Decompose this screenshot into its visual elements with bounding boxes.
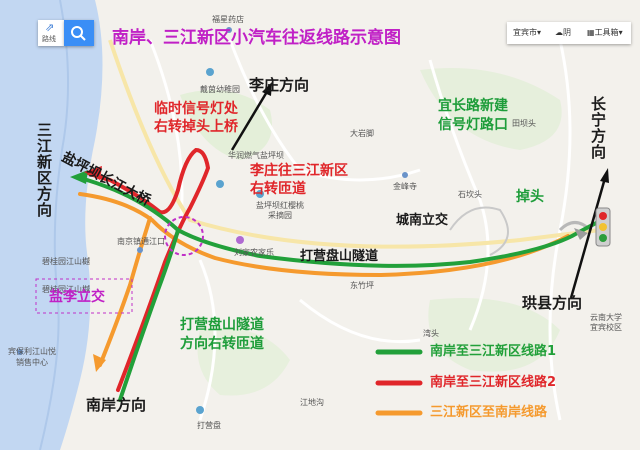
city-label: 宜宾市 bbox=[513, 28, 537, 37]
cloud-icon: ☁ bbox=[555, 28, 563, 37]
weather-indicator[interactable]: ☁阴 bbox=[555, 27, 571, 38]
dayingpan-tunnel-label: 打营盘山隧道 bbox=[300, 249, 379, 264]
arrow-changning bbox=[569, 177, 607, 299]
note-line: 临时信号灯处 bbox=[154, 101, 238, 117]
route-label: 路线 bbox=[42, 35, 56, 43]
poi-label: 盐坪坝红樱桃 bbox=[256, 201, 304, 210]
yangtze-river bbox=[0, 0, 103, 450]
river-current bbox=[39, 0, 70, 450]
poi-label: 采摘园 bbox=[268, 211, 292, 220]
chengnan-interchange-label: 城南立交 bbox=[396, 213, 449, 228]
chevron-down-icon: ▾ bbox=[537, 28, 542, 37]
arrow-changning-head bbox=[600, 168, 609, 183]
poi-label: 田坝头 bbox=[512, 119, 536, 128]
poi-label: 金峰寺 bbox=[393, 182, 417, 191]
traffic-light-red bbox=[599, 212, 607, 220]
yanli-annotation-box bbox=[35, 278, 133, 314]
poi-label: 南京镇通江口 bbox=[117, 237, 165, 246]
arrow-lizhuang-head bbox=[262, 82, 272, 96]
poi-label: 宾保利江山悦 bbox=[8, 347, 56, 356]
green-area bbox=[428, 298, 560, 372]
arrowhead-green bbox=[70, 170, 88, 184]
green-area bbox=[180, 90, 272, 160]
chengnan-interchange bbox=[449, 206, 509, 256]
top-right-toolbar: 宜宾市▾ ☁阴 ▦工具箱▾ bbox=[507, 22, 631, 44]
poi-label: 打营盘 bbox=[197, 421, 221, 430]
poi-label: 东竹坪 bbox=[350, 281, 374, 290]
poi-pins bbox=[17, 27, 408, 414]
yanli-interchange-label: 盐李立交 bbox=[49, 289, 105, 305]
map-title: 南岸、三江新区小汽车往返线路示意图 bbox=[112, 28, 401, 48]
legend-route1-label: 南岸至三江新区线路1 bbox=[430, 344, 557, 359]
route-line-1 bbox=[118, 218, 604, 402]
green-area bbox=[420, 68, 562, 150]
note-line: 右转掉头上桥 bbox=[154, 119, 238, 135]
route-line-1-bridge bbox=[78, 176, 180, 232]
main-roads bbox=[108, 39, 601, 249]
route-icon: ⇗ bbox=[45, 21, 55, 34]
arrowhead-orange bbox=[93, 354, 106, 372]
toolbox-label: 工具箱 bbox=[594, 28, 619, 37]
poi-label: 石坎头 bbox=[458, 190, 482, 199]
legend-route3-label: 三江新区至南岸线路 bbox=[430, 405, 548, 420]
poi-label: 碧桂园江山樾 bbox=[42, 257, 90, 266]
poi-label: 大岩脚 bbox=[350, 129, 374, 138]
traffic-light-yellow bbox=[599, 223, 607, 231]
note-lizhuang-ramp: 李庄往三江新区 右转匝道 bbox=[250, 162, 348, 198]
note-line: 打营盘山隧道 bbox=[180, 317, 264, 333]
green-area bbox=[197, 328, 290, 396]
note-line: 方向右转匝道 bbox=[180, 336, 264, 352]
toolbox-menu[interactable]: ▦工具箱▾ bbox=[587, 27, 623, 38]
ramp-circle bbox=[164, 216, 204, 256]
note-temp-signal: 临时信号灯处 右转掉头上桥 bbox=[154, 100, 238, 136]
toolbox-icon: ▦ bbox=[587, 28, 595, 37]
chevron-down-icon: ▾ bbox=[618, 28, 623, 37]
direction-nanan: 南岸方向 bbox=[86, 396, 147, 414]
arrowhead-red bbox=[84, 166, 102, 180]
note-line: 右转匝道 bbox=[250, 181, 306, 197]
note-tunnel-ramp: 打营盘山隧道 方向右转匝道 bbox=[180, 316, 264, 354]
note-line: 李庄往三江新区 bbox=[250, 163, 348, 179]
note-yichang-road: 宜长路新建 信号灯路口 bbox=[438, 97, 508, 135]
legend-route2-label: 南岸至三江新区线路2 bbox=[430, 375, 557, 390]
poi-label: 华润燃气盐坪坝 bbox=[228, 151, 284, 160]
poi-label: 江地沟 bbox=[300, 398, 324, 407]
arrow-lizhuang bbox=[230, 89, 270, 151]
direction-gongxian: 珙县方向 bbox=[522, 294, 583, 312]
direction-lizhuang: 李庄方向 bbox=[249, 76, 310, 94]
note-turnaround: 掉头 bbox=[516, 189, 544, 205]
poi-label: 销售中心 bbox=[16, 358, 48, 367]
note-line: 信号灯路口 bbox=[438, 117, 508, 133]
poi-label: 宜宾校区 bbox=[590, 323, 622, 332]
turnaround-arrow bbox=[574, 228, 588, 240]
poi-label: 戴茵幼稚园 bbox=[200, 85, 240, 94]
note-line: 宜长路新建 bbox=[438, 98, 508, 114]
poi-label: 湾头 bbox=[423, 329, 439, 338]
poi-label: 云南大学 bbox=[590, 313, 622, 322]
weather-label: 阴 bbox=[563, 28, 571, 37]
route-button[interactable]: ⇗ 路线 bbox=[38, 20, 64, 46]
search-button[interactable] bbox=[64, 20, 94, 46]
route-sanjiang-to-nanan bbox=[78, 192, 570, 367]
route-line-2 bbox=[86, 147, 211, 392]
city-selector[interactable]: 宜宾市▾ bbox=[513, 27, 541, 38]
direction-sanjiang: 三江新区方向 bbox=[35, 122, 53, 218]
traffic-light-green bbox=[599, 234, 607, 242]
poi-label: 碧桂园江山樾 bbox=[42, 285, 90, 294]
poi-label: 刘家农家乐 bbox=[234, 248, 274, 257]
poi-label: 福星药店 bbox=[212, 15, 244, 24]
direction-changning: 长宁方向 bbox=[589, 96, 607, 160]
search-icon bbox=[71, 26, 86, 41]
